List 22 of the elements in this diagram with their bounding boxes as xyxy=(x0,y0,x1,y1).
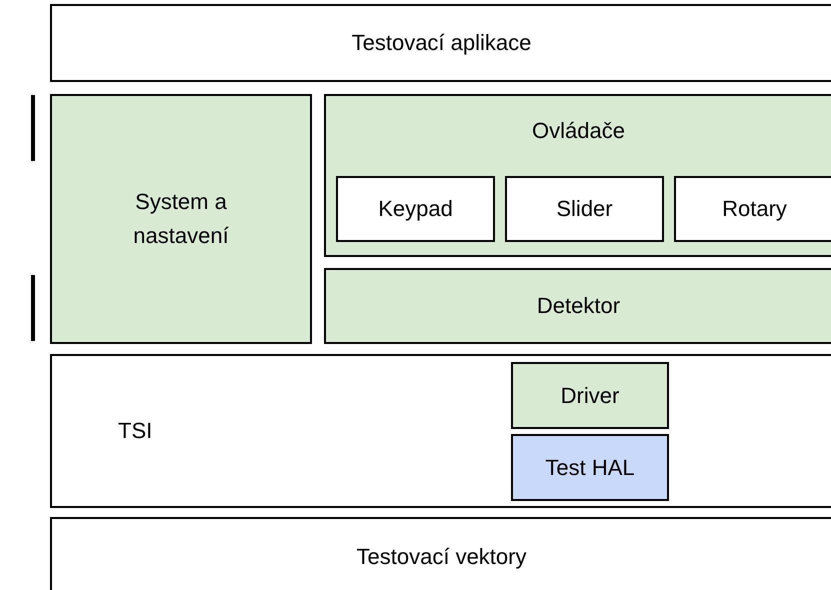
layer-box xyxy=(50,517,831,590)
node-label: Rotary xyxy=(722,196,787,222)
node-label: Testovací aplikace xyxy=(352,30,532,56)
node-label: Driver xyxy=(560,382,620,408)
component-box xyxy=(674,176,831,242)
layer-box xyxy=(50,4,831,82)
module-box xyxy=(324,94,831,257)
module-box xyxy=(324,268,831,344)
module-box xyxy=(50,94,312,344)
node-label: System a nastavení xyxy=(132,188,230,250)
node-label: Ovládače xyxy=(532,118,625,144)
layer-box xyxy=(50,354,831,508)
component-box xyxy=(511,362,669,429)
component-box xyxy=(336,176,495,242)
node-label: Keypad xyxy=(378,196,453,222)
node-label: TSI xyxy=(118,418,152,444)
node-label: Detektor xyxy=(536,293,620,319)
node-label: Testovací vektory xyxy=(356,544,526,570)
component-box xyxy=(511,434,669,501)
node-label: Test HAL xyxy=(545,454,635,480)
node-label: Slider xyxy=(556,196,613,222)
component-box xyxy=(505,176,664,242)
